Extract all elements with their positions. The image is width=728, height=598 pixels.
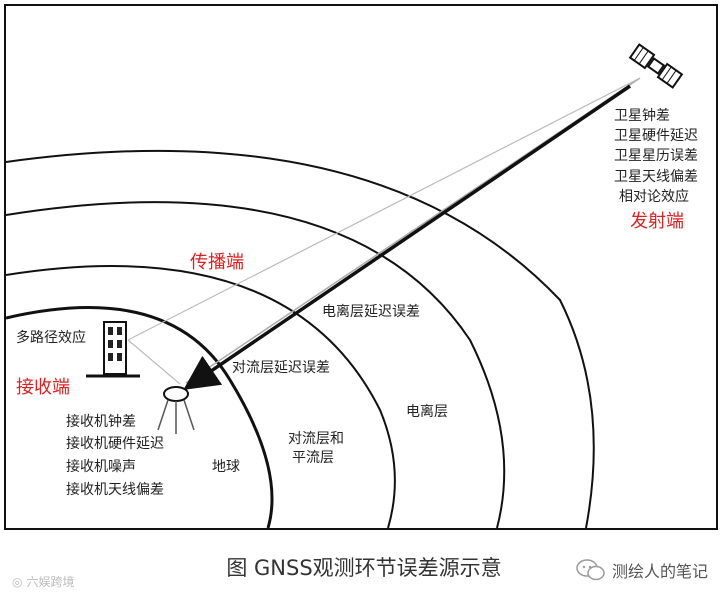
receiver-antenna-icon (157, 386, 195, 434)
troposphere-arc (6, 265, 396, 528)
watermark-right: 测绘人的笔记 (576, 558, 708, 582)
receiver-label: 接收端 (16, 377, 70, 398)
reflected-signal-line (127, 339, 181, 385)
building-icon (86, 321, 140, 378)
satellite-icon (628, 43, 684, 89)
receiver-error-3: 接收机噪声 (66, 458, 136, 475)
transmitter-error-3: 卫星星历误差 (614, 148, 698, 164)
troposphere-error-label: 对流层延迟误差 (232, 360, 330, 376)
troposphere-label-line2: 平流层 (292, 450, 334, 466)
multipath-signal-line (127, 77, 641, 341)
diagram-frame (4, 4, 718, 530)
watermark-logo-icon: ◎ (12, 574, 23, 589)
propagation-label: 传播端 (190, 252, 244, 273)
outer-atmosphere-arc (6, 149, 595, 528)
watermark-right-text: 测绘人的笔记 (611, 562, 708, 581)
earth-arc (6, 306, 274, 528)
watermark-left: ◎ 六娱跨境 (12, 573, 75, 590)
troposphere-label-line1: 对流层和 (288, 431, 344, 447)
transmitter-error-1: 卫星钟差 (614, 107, 670, 124)
transmitter-error-2: 卫星硬件延迟 (614, 128, 698, 144)
transmitter-label: 发射端 (630, 211, 684, 232)
transmitter-error-5: 相对论效应 (619, 188, 689, 205)
receiver-error-4: 接收机天线偏差 (66, 481, 164, 498)
ionosphere-error-label: 电离层延迟误差 (322, 303, 420, 320)
figure-caption: 图 GNSS观测环节误差源示意 (226, 556, 502, 580)
main-signal-arrow (183, 84, 631, 390)
receiver-error-1: 接收机钟差 (66, 413, 136, 430)
earth-label: 地球 (212, 459, 240, 475)
wechat-icon (576, 559, 605, 581)
watermark-left-text: 六娱跨境 (26, 575, 75, 589)
ionosphere-arc (6, 201, 506, 528)
receiver-error-2: 接收机硬件延迟 (66, 435, 164, 452)
transmitter-error-4: 卫星天线偏差 (614, 169, 698, 185)
ionosphere-label: 电离层 (406, 403, 448, 420)
multipath-label: 多路径效应 (16, 329, 86, 346)
